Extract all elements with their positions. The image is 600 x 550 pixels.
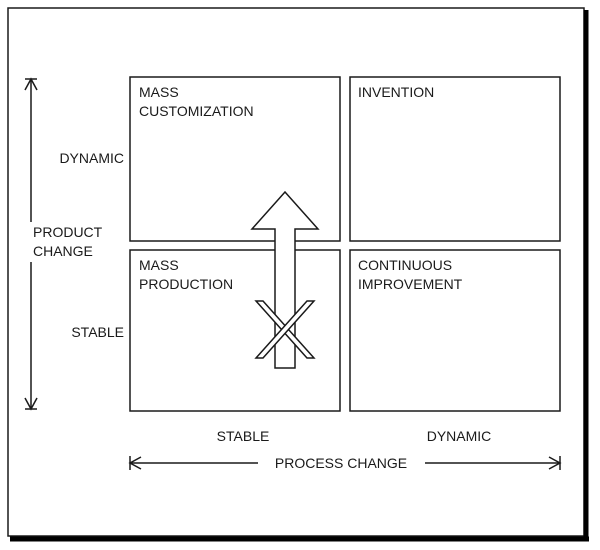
quadrant-mass-customization	[129, 76, 341, 242]
y-level-stable: STABLE	[71, 324, 124, 340]
y-axis-title: PRODUCT CHANGE	[33, 224, 106, 259]
quadrant-label-bottom-right: CONTINUOUS IMPROVEMENT	[358, 257, 463, 292]
axis-title-gap	[22, 222, 40, 262]
quadrant-invention	[349, 76, 561, 242]
x-level-stable: STABLE	[217, 428, 270, 444]
quadrant-label-top-left: MASS CUSTOMIZATION	[139, 84, 254, 119]
cross-out-x-icon	[254, 300, 316, 359]
quadrant-label-bottom-left: MASS PRODUCTION	[139, 257, 233, 292]
process-change-axis-arrow	[128, 456, 562, 470]
x-axis-title: PROCESS CHANGE	[275, 455, 407, 471]
y-level-dynamic: DYNAMIC	[59, 150, 124, 166]
quadrant-continuous-improvement	[349, 249, 561, 412]
x-level-dynamic: DYNAMIC	[427, 428, 492, 444]
quadrant-label-top-right: INVENTION	[358, 84, 434, 100]
quadrant-mass-production	[129, 249, 341, 412]
